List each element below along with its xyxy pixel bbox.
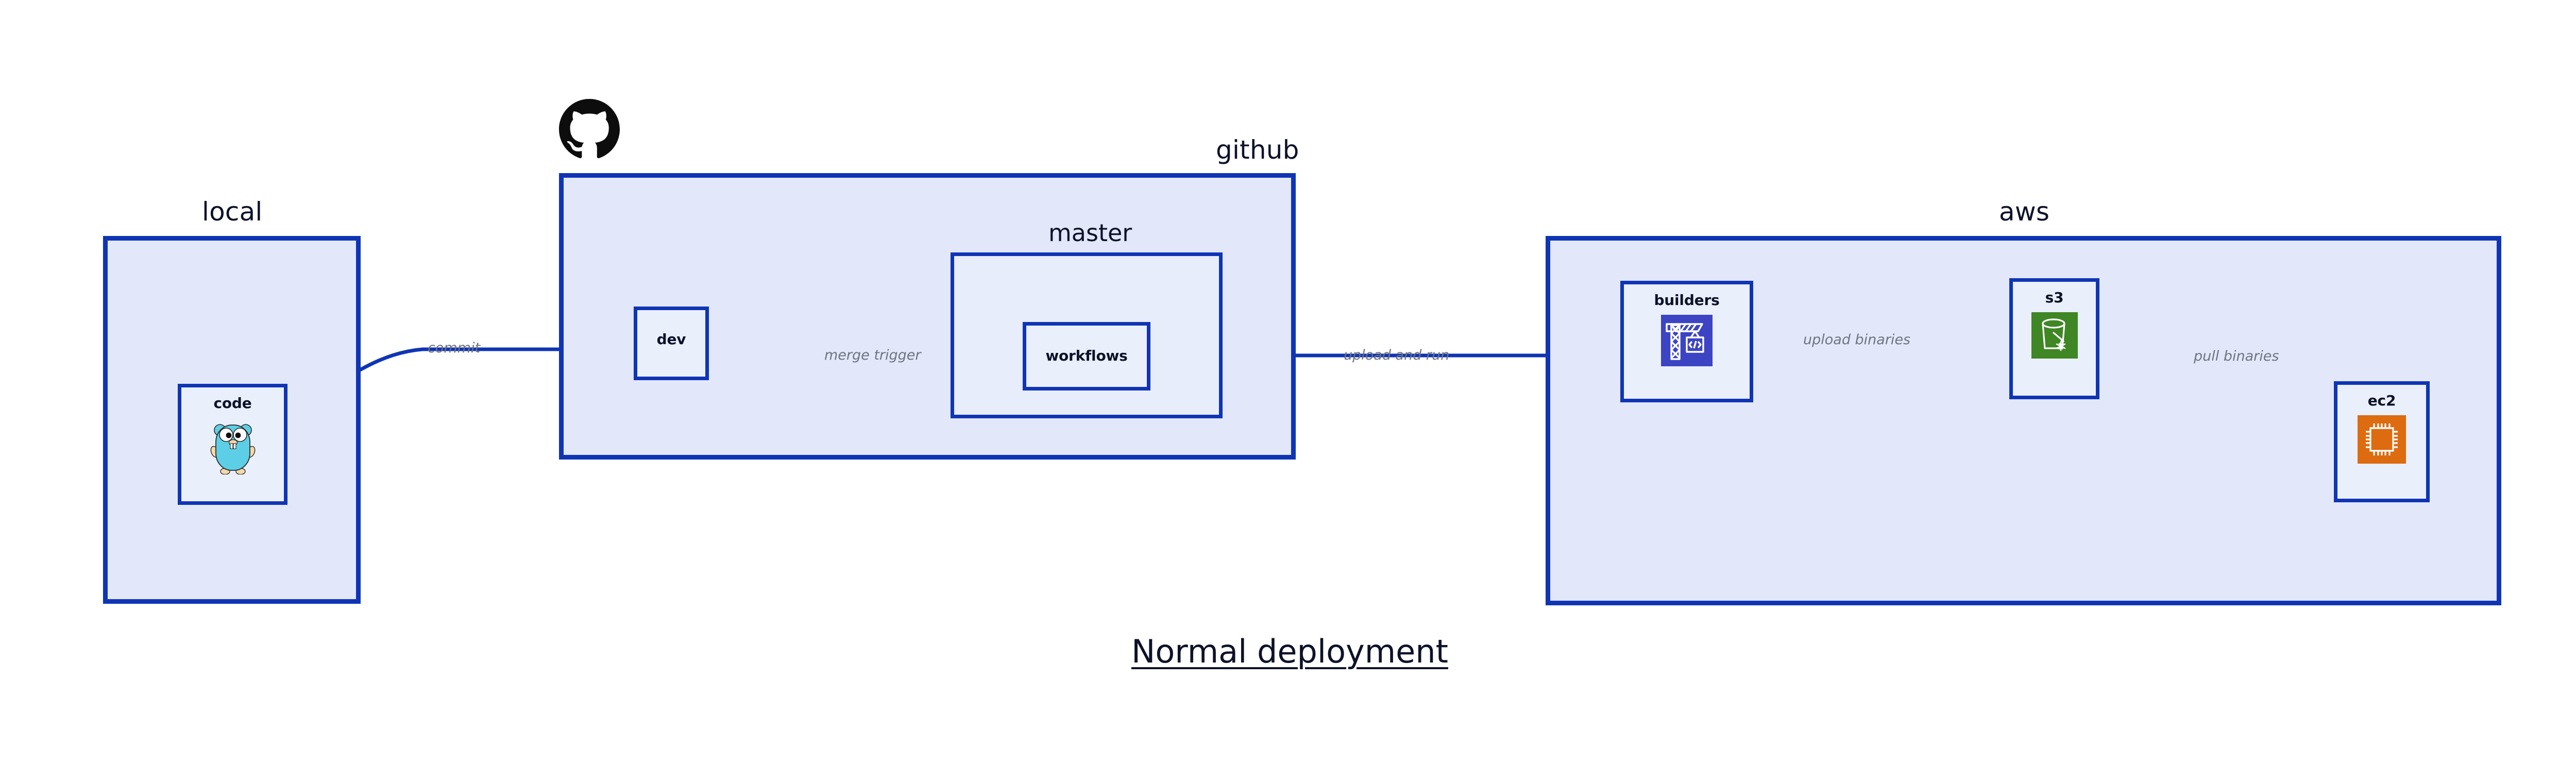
node-code[interactable]: code	[178, 384, 287, 505]
node-label-ec2: ec2	[2367, 392, 2396, 409]
aws-ec2-chip-icon	[2358, 415, 2406, 464]
node-ec2[interactable]: ec2	[2334, 381, 2430, 502]
node-builders[interactable]: builders	[1620, 281, 1753, 402]
edge-label-upload-binaries: upload binaries	[1803, 332, 1911, 348]
github-octocat-icon	[559, 99, 620, 160]
node-label-workflows: workflows	[1045, 347, 1128, 364]
node-s3[interactable]: s3	[2009, 278, 2099, 399]
go-gopher-icon	[210, 418, 256, 475]
node-label-dev: dev	[656, 331, 686, 348]
aws-codebuild-crane-icon	[1661, 315, 1713, 366]
group-label-master: master	[1048, 219, 1132, 247]
node-dev[interactable]: dev	[634, 307, 709, 380]
group-label-github: github	[1216, 135, 1299, 165]
group-local	[103, 236, 361, 604]
edge-label-merge-trigger: merge trigger	[824, 347, 921, 363]
edge-label-commit: commit	[428, 340, 481, 356]
group-label-aws: aws	[1999, 197, 2050, 227]
node-label-code: code	[213, 395, 252, 412]
edge-label-pull-binaries: pull binaries	[2194, 348, 2279, 364]
diagram-title: Normal deployment	[1131, 633, 1448, 670]
node-workflows[interactable]: workflows	[1023, 322, 1150, 390]
edge-label-upload-and-run: upload and run	[1344, 347, 1450, 363]
aws-s3-bucket-icon	[2031, 312, 2078, 359]
node-label-s3: s3	[2045, 289, 2064, 306]
group-label-local: local	[202, 197, 263, 227]
node-label-builders: builders	[1654, 292, 1720, 309]
